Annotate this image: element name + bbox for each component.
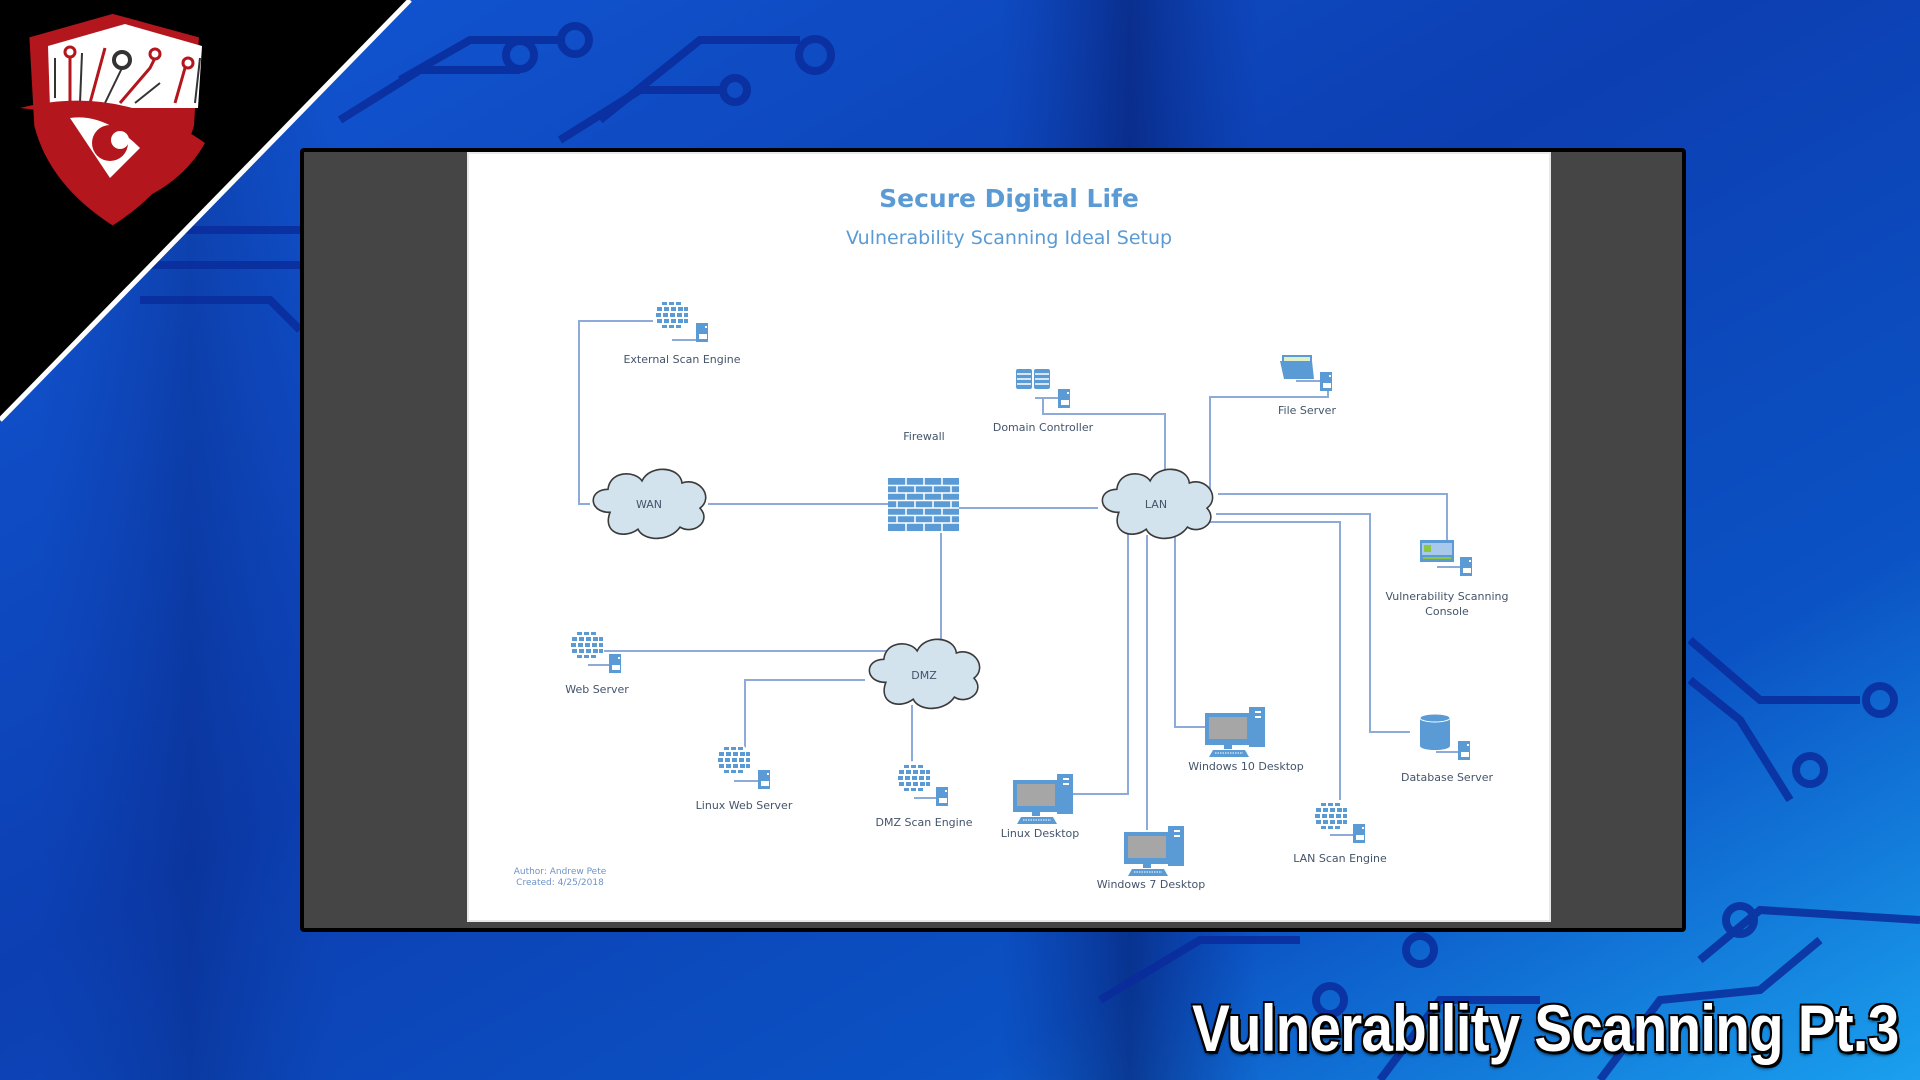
node-windows-7-desktop[interactable]: Windows 7 Desktop <box>1097 825 1205 891</box>
connection-lines <box>578 320 1448 830</box>
wire-domain-controller-lan <box>1042 398 1166 475</box>
node-label: DMZ Scan Engine <box>876 816 973 829</box>
cloud-wan-label: WAN <box>636 498 662 511</box>
server-tower-icon <box>1058 389 1070 408</box>
globe-icon <box>570 628 604 662</box>
wire-file-server-lan <box>1209 385 1329 492</box>
node-label: LAN Scan Engine <box>1293 852 1387 865</box>
server-tower-icon <box>1458 741 1470 760</box>
node-dmz-scan-engine[interactable]: DMZ Scan Engine <box>876 761 973 829</box>
node-file-server[interactable]: File Server <box>1278 355 1336 417</box>
node-label: External Scan Engine <box>623 353 740 366</box>
wire-vuln-console-lan <box>1218 493 1448 540</box>
video-caption: Vulnerability Scanning Pt.3 <box>1191 991 1899 1065</box>
node-label: File Server <box>1278 404 1336 417</box>
node-label: Windows 10 Desktop <box>1188 760 1303 773</box>
node-label: Web Server <box>565 683 629 696</box>
server-tower-icon <box>1320 372 1332 391</box>
desktop-pc-icon <box>1123 825 1185 877</box>
globe-icon <box>1314 799 1348 833</box>
node-linux-desktop[interactable]: Linux Desktop <box>1001 773 1080 840</box>
desktop-pc-icon <box>1012 773 1074 825</box>
node-domain-controller[interactable]: Domain Controller <box>993 369 1094 434</box>
node-label: Database Server <box>1401 771 1494 784</box>
globe-icon <box>897 761 931 795</box>
node-lan-scan-engine[interactable]: LAN Scan Engine <box>1293 799 1387 865</box>
cloud-dmz-label: DMZ <box>911 669 937 682</box>
node-label: Domain Controller <box>993 421 1094 434</box>
server-tower-icon <box>936 787 948 806</box>
wire-database-lan <box>1216 513 1410 733</box>
server-tower-icon <box>609 654 621 673</box>
node-label: Linux Web Server <box>696 799 793 812</box>
node-web-server[interactable]: Web Server <box>565 628 629 696</box>
wire-linux-desktop-lan <box>1070 532 1129 795</box>
node-label-line2: Console <box>1425 605 1469 618</box>
node-windows-10-desktop[interactable]: Windows 10 Desktop <box>1188 706 1304 773</box>
node-vulnerability-scanning-console[interactable]: Vulnerability Scanning Console <box>1385 540 1509 618</box>
globe-icon <box>655 298 689 332</box>
server-tower-icon <box>1460 557 1472 576</box>
folder-icon <box>1280 355 1314 379</box>
server-tower-icon <box>758 770 770 789</box>
node-linux-web-server[interactable]: Linux Web Server <box>696 743 793 812</box>
node-external-scan-engine[interactable]: External Scan Engine <box>623 298 741 366</box>
firewall-label: Firewall <box>903 430 944 443</box>
node-label: Windows 7 Desktop <box>1097 878 1205 891</box>
node-database-server[interactable]: Database Server <box>1401 713 1494 784</box>
node-label: Linux Desktop <box>1001 827 1080 840</box>
circuit-traces <box>120 22 1920 1080</box>
globe-icon <box>717 743 751 777</box>
firewall-brick-icon[interactable] <box>888 478 959 531</box>
diagram-subtitle: Vulnerability Scanning Ideal Setup <box>846 227 1172 249</box>
shield-logo-icon <box>20 13 205 226</box>
server-tower-icon <box>1353 824 1365 843</box>
created-date-text: Created: 4/25/2018 <box>516 878 604 888</box>
cloud-lan-label: LAN <box>1145 498 1167 511</box>
diagram-title: Secure Digital Life <box>879 184 1139 213</box>
author-text: Author: Andrew Pete <box>514 867 607 877</box>
wire-win10-lan <box>1174 530 1210 728</box>
console-window-icon <box>1420 540 1454 562</box>
wire-lan-scan-lan <box>1200 521 1341 800</box>
desktop-pc-icon <box>1204 706 1266 758</box>
node-label: Vulnerability Scanning <box>1385 590 1508 603</box>
wire-external-scan-wan <box>578 320 653 505</box>
server-tower-icon <box>696 323 708 342</box>
directory-book-icon <box>1016 369 1050 389</box>
database-cylinder-icon <box>1419 713 1451 750</box>
wire-linux-web-dmz <box>744 679 865 760</box>
